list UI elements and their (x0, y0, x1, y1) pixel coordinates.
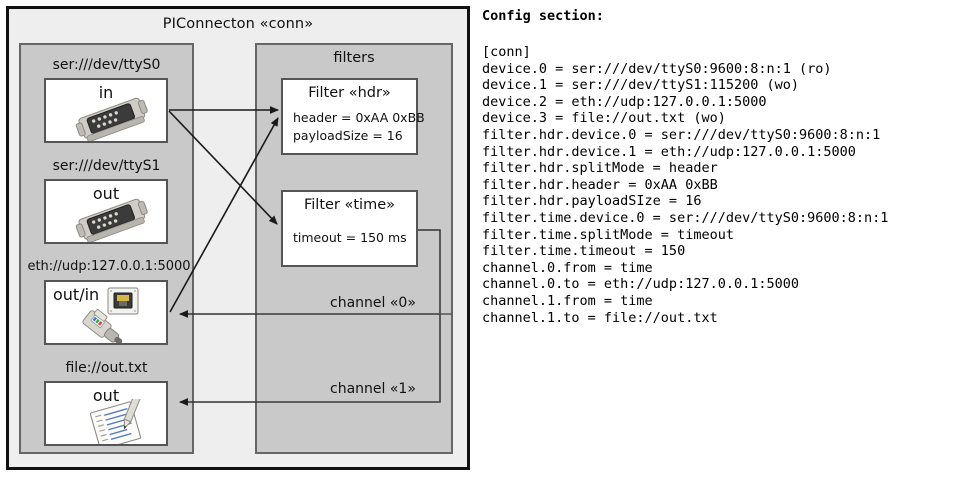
config-line: filter.time.splitMode = timeout (482, 226, 734, 243)
config-line: device.3 = file://out.txt (wo) (482, 110, 726, 127)
config-line: filter.time.device.0 = ser:///dev/ttyS0:… (482, 209, 889, 226)
device-node-label: out (92, 184, 120, 203)
config-line: filter.hdr.header = 0xAA 0xBB (482, 176, 718, 193)
filter-hdr-prop-payload: payloadSize = 16 (293, 128, 403, 143)
config-line: channel.1.to = file://out.txt (482, 309, 718, 326)
text-file-icon (89, 399, 143, 444)
device-node-eth[interactable]: out/in (44, 280, 168, 345)
device-node-label: out/in (53, 285, 100, 304)
config-line: filter.time.timeout = 150 (482, 243, 686, 260)
device-node-label: in (98, 83, 114, 102)
config-line: filter.hdr.splitMode = header (482, 160, 718, 177)
device-node-ttys1[interactable]: out (44, 179, 168, 244)
device-node-label: out (92, 386, 120, 405)
component-title: PIConnecton «conn» (162, 16, 314, 32)
serial-connector-icon (75, 198, 148, 242)
config-line: filter.hdr.device.1 = eth://udp:127.0.0.… (482, 143, 856, 160)
serial-connector-icon (75, 97, 148, 141)
filter-time[interactable]: Filter «time» timeout = 150 ms (281, 190, 418, 267)
config-line: [conn] (482, 44, 531, 60)
device-caption-file: file://out.txt (65, 360, 148, 376)
channel-1-label: channel «1» (330, 381, 416, 397)
config-line: device.0 = ser:///dev/ttyS0:9600:8:n:1 (… (482, 60, 832, 77)
filter-hdr[interactable]: Filter «hdr» header = 0xAA 0xBB payloadS… (281, 78, 425, 155)
config-line: filter.hdr.payloadSIze = 16 (482, 193, 702, 210)
config-line: channel.0.from = time (482, 259, 653, 276)
config-line: device.2 = eth://udp:127.0.0.1:5000 (482, 93, 767, 110)
filter-hdr-title: Filter «hdr» (308, 85, 391, 101)
config-heading: Config section: (482, 8, 604, 24)
device-caption-eth: eth://udp:127.0.0.1:5000 (27, 259, 191, 274)
filter-hdr-prop-header: header = 0xAA 0xBB (293, 110, 425, 125)
filters-panel-title: filters (333, 50, 375, 66)
ethernet-jack-icon (107, 287, 139, 315)
config-line: device.1 = ser:///dev/ttyS1:115200 (wo) (482, 77, 799, 94)
config-line: channel.1.from = time (482, 292, 653, 309)
ethernet-cable-icon (82, 309, 123, 343)
filter-time-title: Filter «time» (303, 197, 396, 213)
filter-time-prop-timeout: timeout = 150 ms (293, 230, 407, 245)
device-node-ttys0[interactable]: in (44, 78, 168, 143)
device-node-file[interactable]: out (44, 381, 168, 446)
config-listing: [conn]device.0 = ser:///dev/ttyS0:9600:8… (482, 44, 888, 326)
config-line: filter.hdr.device.0 = ser:///dev/ttyS0:9… (482, 126, 881, 143)
device-caption-ttys0: ser:///dev/ttyS0 (52, 57, 161, 73)
channel-0-label: channel «0» (330, 295, 416, 311)
config-line: channel.0.to = eth://udp:127.0.0.1:5000 (482, 276, 799, 293)
device-caption-ttys1: ser:///dev/ttyS1 (52, 158, 161, 174)
